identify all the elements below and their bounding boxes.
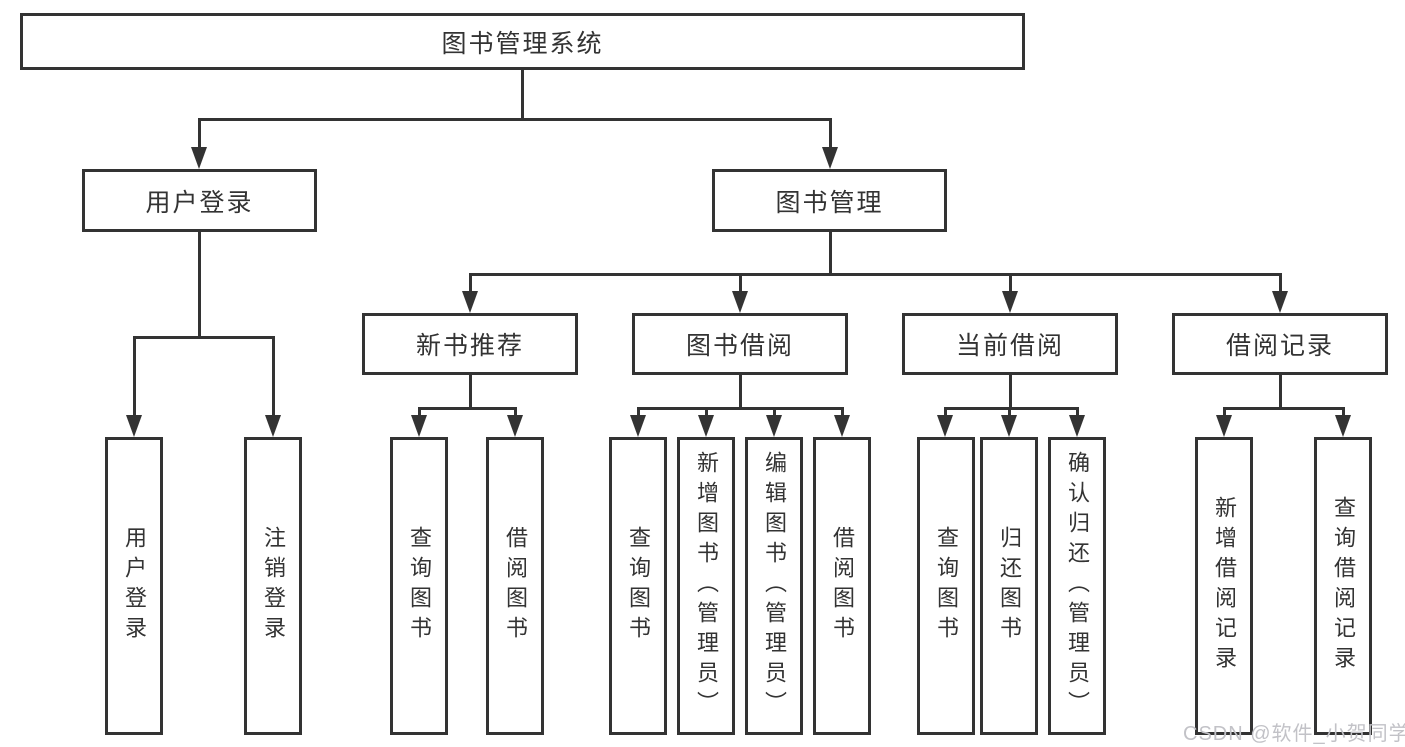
arrowhead-down-icon [462,291,478,313]
connector-line-v [468,375,472,407]
leaf-add-borrow-record: 新增借阅记录 [1195,437,1253,735]
arrowhead-down-icon [1069,415,1085,437]
arrowhead-down-icon [834,415,850,437]
connector-line-v [513,407,517,418]
connector-line-v [520,70,524,118]
leaf-confirm-return-admin: 确认归还（管理员） [1048,437,1106,735]
connector-line-v [132,336,136,418]
connector-line-h [197,118,832,121]
connector-line-v [197,232,201,336]
connector-line-h [468,273,1282,276]
connector-line-v [636,407,640,418]
leaf-user-login: 用户登录 [105,437,163,735]
arrowhead-down-icon [822,147,838,169]
leaf-search-borrow-record-label: 查询借阅记录 [1331,496,1356,676]
arrowhead-down-icon [507,415,523,437]
connector-line-v [417,407,421,418]
leaf-return-book-label: 归还图书 [997,526,1022,646]
leaf-search-borrow-record: 查询借阅记录 [1314,437,1372,735]
leaf-confirm-return-admin-label: 确认归还（管理员） [1065,451,1090,721]
connector-line-v [1341,407,1345,418]
node-book-management-module-label: 图书管理 [775,188,884,217]
connector-line-v [828,118,832,150]
connector-line-v [1222,407,1226,418]
leaf-search-books-recommend-label: 查询图书 [407,526,432,646]
arrowhead-down-icon [1002,291,1018,313]
node-borrow-records-label: 借阅记录 [1225,332,1334,360]
leaf-borrow-books-recommend: 借阅图书 [486,437,544,735]
leaf-add-book-admin: 新增图书（管理员） [677,437,735,735]
node-user-login-module: 用户登录 [82,169,317,232]
node-new-book-recommend: 新书推荐 [362,313,578,375]
connector-line-h [417,407,517,410]
connector-line-v [840,407,844,418]
connector-line-v [1075,407,1079,418]
connector-line-v [468,273,472,295]
connector-line-v [1278,273,1282,295]
leaf-borrow-books-recommend-label: 借阅图书 [503,526,528,646]
arrowhead-down-icon [1335,415,1351,437]
leaf-add-borrow-record-label: 新增借阅记录 [1212,496,1237,676]
node-book-borrowing-label: 图书借阅 [685,332,794,360]
arrowhead-down-icon [937,415,953,437]
node-new-book-recommend-label: 新书推荐 [415,332,524,360]
node-root-system-label: 图书管理系统 [441,29,604,58]
leaf-borrow-book: 借阅图书 [813,437,871,735]
csdn-watermark: CSDN @软件_小贺同学 [1183,723,1405,745]
connector-line-v [738,375,742,407]
leaf-search-books-current-label: 查询图书 [934,526,959,646]
connector-line-v [1008,375,1012,407]
connector-line-h [943,407,1079,410]
connector-line-v [828,232,832,276]
connector-line-v [197,118,201,150]
node-user-login-module-label: 用户登录 [145,188,254,217]
leaf-search-books-borrowing-label: 查询图书 [626,526,651,646]
connector-line-v [738,273,742,295]
leaf-add-book-admin-label: 新增图书（管理员） [694,451,719,721]
leaf-search-books-recommend: 查询图书 [390,437,448,735]
leaf-logout: 注销登录 [244,437,302,735]
connector-line-v [704,407,708,418]
connector-line-v [772,407,776,418]
leaf-return-book: 归还图书 [980,437,1038,735]
arrowhead-down-icon [126,415,142,437]
arrowhead-down-icon [732,291,748,313]
connector-line-v [271,336,275,418]
connector-line-h [132,336,275,339]
leaf-search-books-borrowing: 查询图书 [609,437,667,735]
connector-line-v [943,407,947,418]
arrowhead-down-icon [1001,415,1017,437]
node-book-borrowing: 图书借阅 [632,313,848,375]
node-book-management-module: 图书管理 [712,169,947,232]
leaf-edit-book-admin-label: 编辑图书（管理员） [762,451,787,721]
connector-line-v [1008,273,1012,295]
arrowhead-down-icon [698,415,714,437]
leaf-edit-book-admin: 编辑图书（管理员） [745,437,803,735]
leaf-borrow-book-label: 借阅图书 [830,526,855,646]
node-root-system: 图书管理系统 [20,13,1025,70]
arrowhead-down-icon [265,415,281,437]
arrowhead-down-icon [411,415,427,437]
arrowhead-down-icon [766,415,782,437]
leaf-search-books-current: 查询图书 [917,437,975,735]
arrowhead-down-icon [1272,291,1288,313]
connector-line-h [636,407,844,410]
node-borrow-records: 借阅记录 [1172,313,1388,375]
node-current-borrowing-label: 当前借阅 [955,332,1064,360]
node-current-borrowing: 当前借阅 [902,313,1118,375]
connector-line-v [1007,407,1011,418]
leaf-user-login-label: 用户登录 [122,526,147,646]
arrowhead-down-icon [630,415,646,437]
arrowhead-down-icon [191,147,207,169]
connector-line-v [1278,375,1282,407]
arrowhead-down-icon [1216,415,1232,437]
leaf-logout-label: 注销登录 [261,526,286,646]
connector-line-h [1222,407,1345,410]
